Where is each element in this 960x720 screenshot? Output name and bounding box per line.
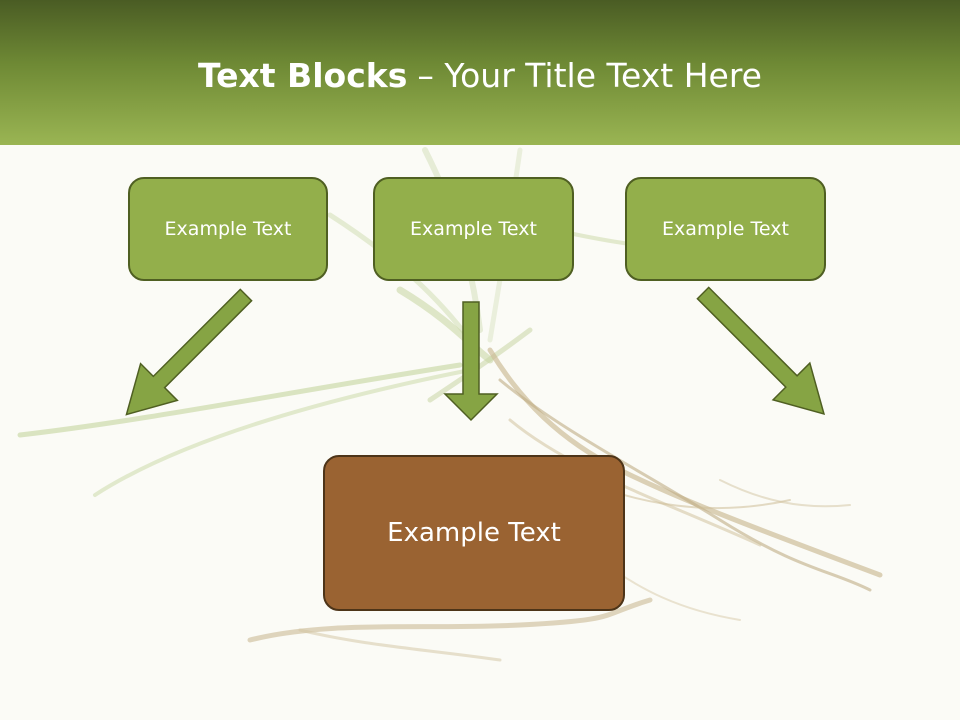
header-bar (0, 0, 960, 145)
text-block-1: Example Text (128, 177, 328, 281)
text-block-main: Example Text (323, 455, 625, 611)
title-rest: – Your Title Text Here (417, 55, 762, 95)
text-block-2: Example Text (373, 177, 574, 281)
arrow-left (125, 288, 253, 416)
arrow-center (443, 301, 499, 422)
arrow-right (696, 286, 826, 416)
text-block-3: Example Text (625, 177, 826, 281)
slide-title: Text Blocks – Your Title Text Here (0, 0, 960, 150)
title-bold: Text Blocks (198, 55, 408, 95)
